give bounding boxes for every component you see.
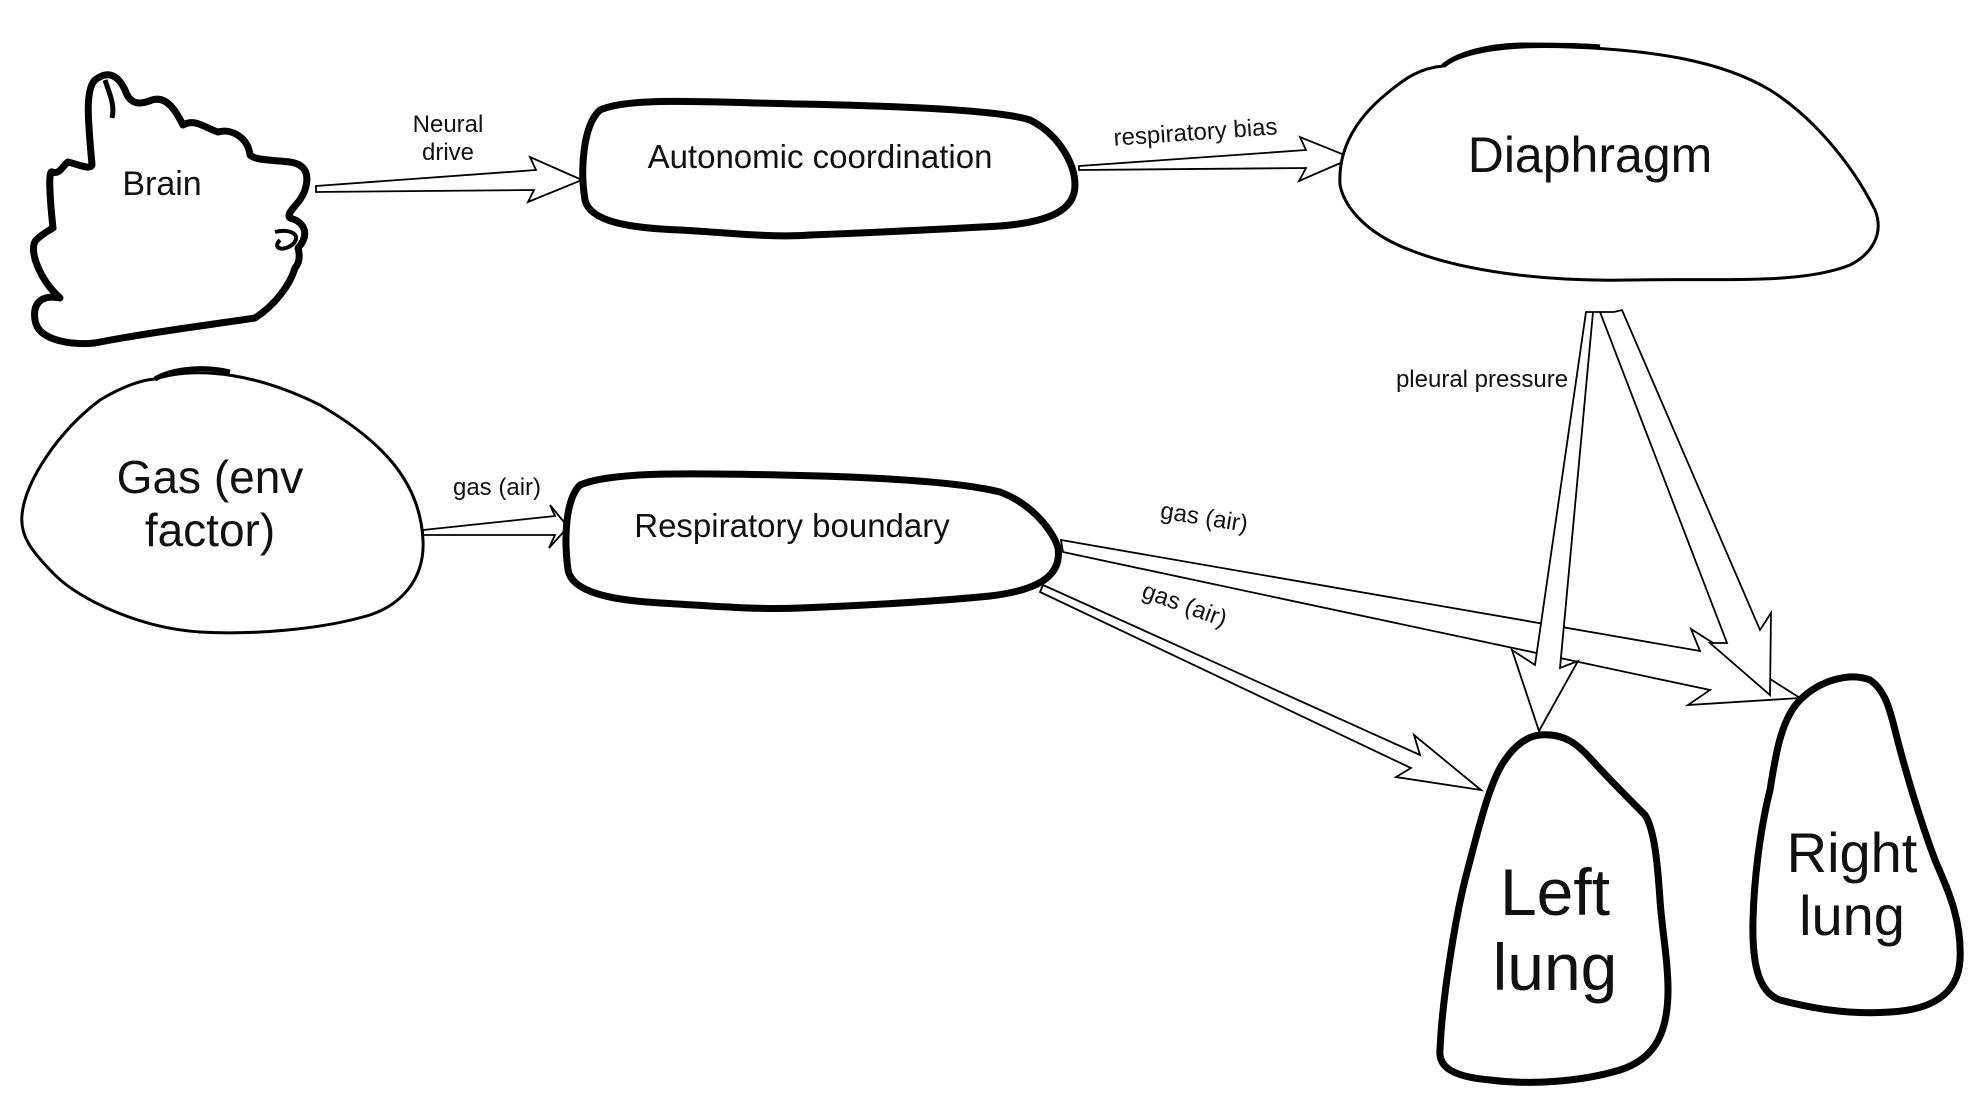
respiratory-boundary-node[interactable] xyxy=(562,470,1062,612)
edge-label-gas-air-1: gas (air) xyxy=(453,474,541,501)
edge-label-gas-air-2: gas (air) xyxy=(1159,497,1250,537)
right-lung-node[interactable] xyxy=(1749,673,1964,1017)
arrow-gas-to-boundary[interactable] xyxy=(422,504,570,549)
gas-label-line2: factor) xyxy=(145,504,275,556)
autonomic-coordination-node[interactable] xyxy=(579,97,1079,240)
right-lung-label-line2: lung xyxy=(1799,884,1905,947)
brain-fold-stroke xyxy=(274,228,299,251)
brain-fold-stroke xyxy=(102,79,116,119)
brain-label: Brain xyxy=(122,165,201,203)
respiratory-boundary-label: Respiratory boundary xyxy=(634,507,950,544)
edge-label-neural-drive-line2: drive xyxy=(422,139,474,166)
gas-env-factor-node[interactable] xyxy=(20,371,425,635)
diaphragm-node[interactable] xyxy=(1338,44,1880,282)
arrow-boundary-to-left-lung[interactable] xyxy=(1038,583,1485,792)
edge-label-neural-drive-line1: Neural xyxy=(413,111,484,138)
arrow-diaphragm-to-left-lung[interactable] xyxy=(1510,311,1600,734)
gas-sketch-stroke xyxy=(153,366,231,382)
gas-label-line1: Gas (env xyxy=(117,451,304,503)
arrow-autonomic-to-diaphragm[interactable] xyxy=(1078,135,1355,183)
arrow-brain-to-autonomic[interactable] xyxy=(315,155,585,204)
edge-label-respiratory-bias: respiratory bias xyxy=(1113,113,1279,151)
arrow-diaphragm-to-right-lung[interactable] xyxy=(1598,308,1772,697)
arrow-boundary-to-right-lung[interactable] xyxy=(1059,538,1803,707)
diaphragm-sketch-stroke xyxy=(1441,42,1601,68)
brain-node[interactable] xyxy=(30,71,311,347)
left-lung-label-line1: Left xyxy=(1500,855,1610,929)
right-lung-label-line1: Right xyxy=(1787,821,1918,884)
diaphragm-label: Diaphragm xyxy=(1468,127,1713,183)
left-lung-label-line2: lung xyxy=(1493,930,1618,1004)
left-lung-node[interactable] xyxy=(1436,731,1672,1086)
edge-label-pleural-pressure: pleural pressure xyxy=(1396,366,1568,393)
autonomic-coordination-label: Autonomic coordination xyxy=(648,138,993,175)
